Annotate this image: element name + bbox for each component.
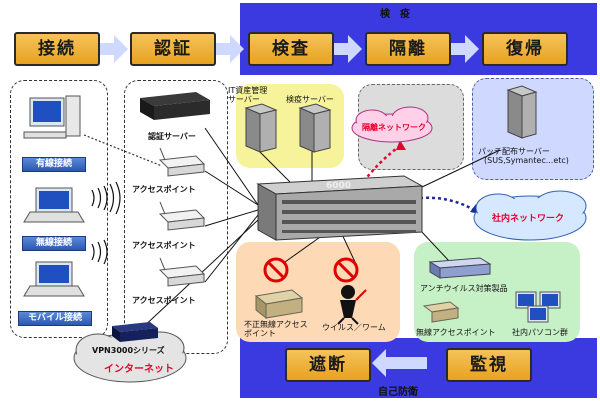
step-monitor: 監視 <box>446 348 532 382</box>
asset-management-server-icon <box>244 103 278 153</box>
rogue-ap-label: 不正無線アクセス ポイント <box>244 320 308 338</box>
flow-arrow-5 <box>372 349 386 377</box>
isolation-network-cloud-icon <box>351 106 433 143</box>
wireless-ap-label: 無線アクセスポイント <box>416 328 496 337</box>
wireless-waves <box>91 181 121 265</box>
pc-group-icon <box>515 291 561 323</box>
mobile-connection-label: モバイル接続 <box>18 311 92 326</box>
access-point-icon <box>158 257 206 287</box>
wired-connection-label: 有線接続 <box>22 157 86 172</box>
prohibition-icon <box>263 257 289 283</box>
patch-link <box>419 149 501 189</box>
flow-arrow-4-body <box>451 43 467 55</box>
ap2-link <box>204 209 259 227</box>
internet-label: インターネット <box>104 364 174 375</box>
isolation-route-arrowhead <box>396 140 406 150</box>
step-inspect: 検査 <box>248 32 334 66</box>
flow-arrow-2 <box>230 35 244 63</box>
antivirus-link <box>419 229 451 263</box>
step-isolate: 隔離 <box>365 32 451 66</box>
wireless-access-point-icon <box>422 301 460 323</box>
switch-model-label: 6000 <box>326 181 352 191</box>
prohibition-icon <box>333 257 359 283</box>
auth-server-label: 認証サーバー <box>148 132 196 141</box>
rogue-access-point-icon <box>254 289 304 320</box>
patch-distribution-server-icon <box>506 85 538 139</box>
self-defense-band-label: 自己防衛 <box>378 387 418 398</box>
access-point-label-1: アクセスポイント <box>132 185 196 194</box>
access-point-label-2: アクセスポイント <box>132 241 196 250</box>
virus-worm-label: ウイルス／ワーム <box>322 323 386 332</box>
corporate-network-label: 社内ネットワーク <box>492 214 565 224</box>
desktop-pc-icon <box>23 95 81 139</box>
antivirus-product-label: アンチウイルス対策製品 <box>420 284 508 293</box>
laptop-icon <box>23 187 85 223</box>
isolation-route <box>359 144 401 187</box>
step-restore: 復帰 <box>482 32 568 66</box>
flow-arrow-3 <box>348 35 362 63</box>
auth-server-link <box>204 127 259 206</box>
access-point-icon <box>158 201 206 231</box>
flow-arrow-4 <box>465 35 479 63</box>
flow-arrow-5-body <box>385 357 427 369</box>
vpn-device-label: VPN3000シリーズ <box>92 346 165 355</box>
ap3-link <box>204 214 259 283</box>
antivirus-appliance-icon <box>428 257 492 279</box>
wired-link <box>83 134 163 167</box>
mobile-laptop-icon <box>23 261 85 297</box>
quarantine-band-label: 検 疫 <box>380 9 410 20</box>
flow-arrow-2-body <box>216 43 232 55</box>
corporate-route <box>419 196 475 212</box>
auth-server-icon <box>140 92 210 120</box>
virus-worm-icon <box>337 285 367 325</box>
internet-cloud-icon <box>73 331 187 383</box>
flow-arrow-3-body <box>334 43 350 55</box>
isolation-network-label: 隔離ネットワーク <box>362 123 426 132</box>
quarantine-server-label: 検疫サーバー <box>286 95 334 104</box>
block-panel <box>236 242 400 342</box>
step-connect: 接続 <box>14 32 100 66</box>
access-point-icon <box>158 147 206 177</box>
access-point-label-3: アクセスポイント <box>132 296 196 305</box>
corporate-network-cloud-icon <box>473 190 587 241</box>
corp-pc-group-label: 社内パソコン群 <box>512 328 568 337</box>
step-block: 遮断 <box>285 348 371 382</box>
it-asset-server-label: IT資産管理 サーバー <box>228 86 268 104</box>
wireless-connection-label: 無線接続 <box>22 236 86 251</box>
flow-arrow-1 <box>114 35 128 63</box>
central-switch-icon <box>256 175 424 241</box>
vpn-concentrator-icon <box>112 322 158 342</box>
step-auth: 認証 <box>130 32 216 66</box>
ap1-link <box>204 170 259 206</box>
patch-server-sub-label: (SUS,Symantec...etc) <box>484 156 569 165</box>
flow-arrow-1-body <box>100 43 116 55</box>
asset-server-link <box>257 149 291 183</box>
patch-server-label: パッチ配布サーバー <box>478 147 550 156</box>
quarantine-server-icon <box>298 103 332 153</box>
